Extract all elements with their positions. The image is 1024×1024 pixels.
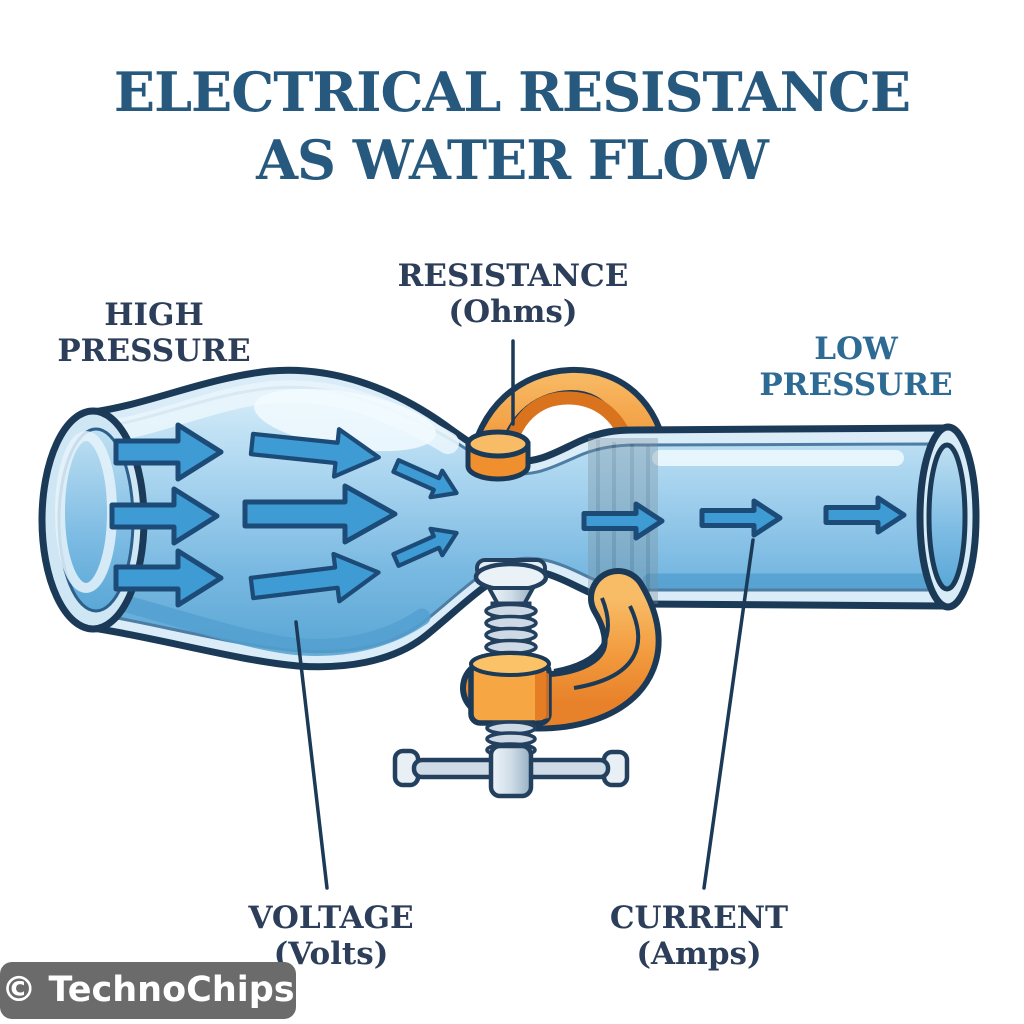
clamp-foot	[465, 429, 531, 482]
clamp-screw	[392, 558, 630, 799]
clamp-block	[468, 651, 552, 726]
label-resistance-line1: RESISTANCE	[397, 258, 629, 294]
leader-line-voltage	[294, 620, 329, 890]
label-high-pressure-line2: PRESSURE	[57, 333, 251, 369]
label-high-pressure: HIGH PRESSURE	[24, 297, 284, 369]
diagram-title-line2: AS WATER FLOW	[256, 128, 769, 192]
label-current-line1: CURRENT	[609, 900, 789, 936]
t-handle	[392, 743, 630, 799]
label-high-pressure-line1: HIGH	[104, 297, 204, 333]
label-low-pressure: LOW PRESSURE	[726, 331, 986, 403]
pipe-end-water	[926, 442, 968, 592]
diagram-title-line1: ELECTRICAL RESISTANCE	[113, 60, 911, 124]
label-resistance: RESISTANCE (Ohms)	[383, 258, 643, 330]
watermark-badge: © TechnoChips	[0, 962, 296, 1019]
leader-lines	[294, 339, 755, 890]
glass-gloss	[254, 388, 436, 452]
label-low-pressure-line2: PRESSURE	[759, 367, 953, 403]
water-bottom-band-left	[103, 591, 431, 656]
label-current-line2: (Amps)	[636, 936, 762, 972]
label-low-pressure-line1: LOW	[814, 331, 898, 367]
label-current: CURRENT (Amps)	[569, 900, 829, 972]
label-voltage-line1: VOLTAGE	[248, 900, 414, 936]
t-handle-hub	[488, 743, 534, 799]
leader-line-current	[702, 538, 755, 890]
right-pipe-gloss	[652, 450, 904, 466]
label-resistance-line2: (Ohms)	[448, 294, 578, 330]
